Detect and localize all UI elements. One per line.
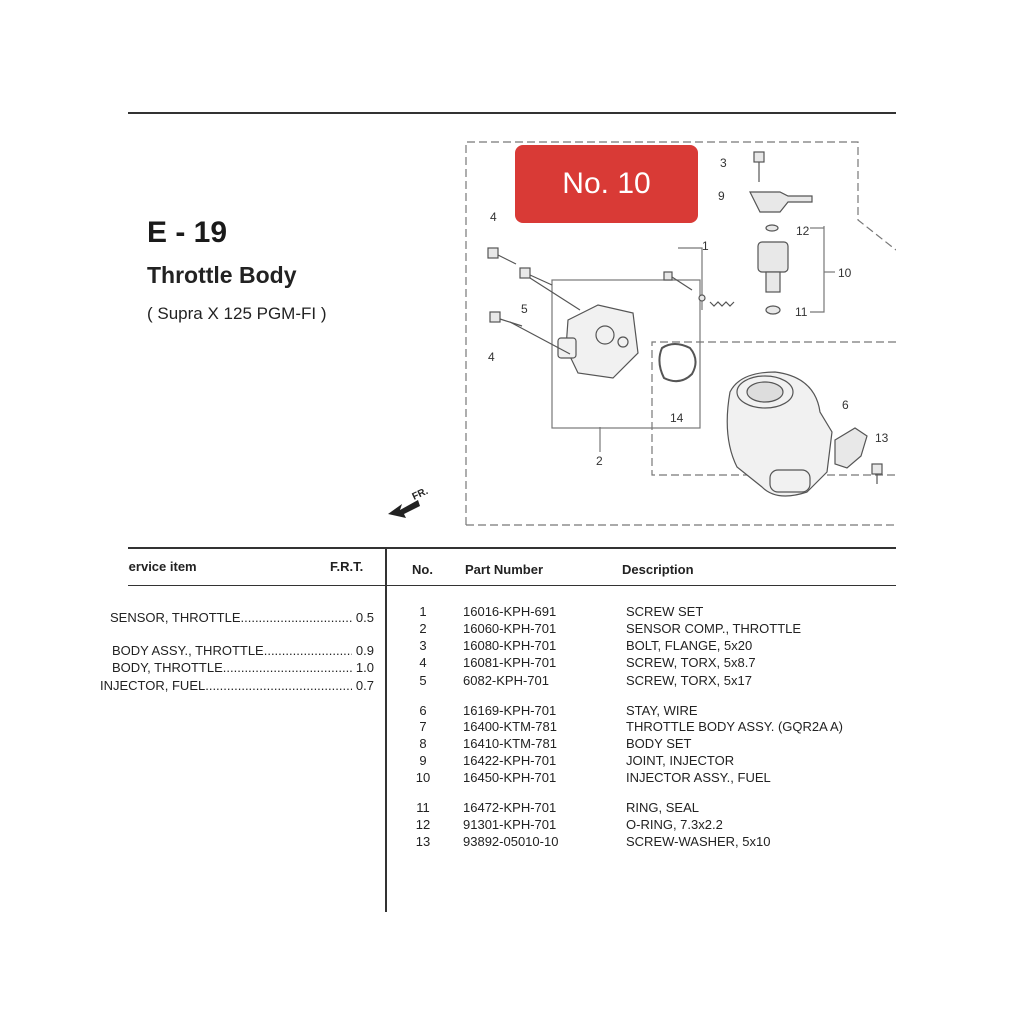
service-name: BODY, THROTTLE..........................… — [112, 660, 352, 675]
row-part-number: 16081-KPH-701 — [463, 655, 557, 670]
row-part-number: 16060-KPH-701 — [463, 621, 557, 636]
table-row: 6 16169-KPH-701 STAY, WIRE — [400, 703, 896, 720]
service-frt: 0.5 — [355, 610, 374, 625]
table-row: 8 16410-KTM-781 BODY SET — [400, 736, 896, 753]
table-top-rule — [128, 547, 896, 549]
service-name: BODY ASSY., THROTTLE....................… — [112, 643, 352, 658]
service-row: INJECTOR, FUEL..........................… — [100, 677, 374, 693]
callout-6: 6 — [842, 398, 849, 412]
row-description: RING, SEAL — [626, 800, 699, 815]
table-divider — [385, 547, 387, 912]
service-item-header: Service item — [128, 559, 197, 574]
no-header: No. — [412, 562, 433, 577]
page-title: Throttle Body — [147, 262, 297, 288]
description-header: Description — [622, 562, 694, 577]
table-row: 11 16472-KPH-701 RING, SEAL — [400, 800, 896, 817]
callout-9: 9 — [718, 189, 725, 203]
table-row: 9 16422-KPH-701 JOINT, INJECTOR — [400, 753, 896, 770]
row-part-number: 16169-KPH-701 — [463, 703, 557, 718]
row-part-number: 16400-KTM-781 — [463, 719, 557, 734]
row-part-number: 16472-KPH-701 — [463, 800, 557, 815]
table-row: 2 16060-KPH-701 SENSOR COMP., THROTTLE — [400, 621, 896, 638]
row-no: 6 — [419, 703, 427, 718]
top-rule — [128, 112, 896, 114]
callout-14: 14 — [670, 411, 684, 425]
row-description: SCREW-WASHER, 5x10 — [626, 834, 771, 849]
service-row: BODY, THROTTLE..........................… — [112, 659, 374, 675]
table-row: 12 91301-KPH-701 O-RING, 7.3x2.2 — [400, 817, 896, 834]
row-no: 4 — [419, 655, 427, 670]
part-number-header: Part Number — [465, 562, 544, 577]
row-description: THROTTLE BODY ASSY. (GQR2A A) — [626, 719, 843, 734]
row-description: BODY SET — [626, 736, 692, 751]
callout-3: 3 — [720, 156, 727, 170]
callout-1: 1 — [702, 239, 709, 253]
table-row: 4 16081-KPH-701 SCREW, TORX, 5x8.7 — [400, 655, 896, 672]
row-no: 3 — [419, 638, 427, 653]
service-frt: 1.0 — [355, 660, 374, 675]
frt-header: F.R.T. — [330, 559, 364, 574]
row-part-number: 16410-KTM-781 — [463, 736, 557, 751]
row-part-number: 93892-05010-10 — [463, 834, 559, 849]
table-row: 1 16016-KPH-691 SCREW SET — [400, 604, 896, 621]
callout-2: 2 — [596, 454, 603, 468]
row-part-number: 6082-KPH-701 — [463, 673, 549, 688]
callout-13: 13 — [875, 431, 889, 445]
row-description: SCREW, TORX, 5x17 — [626, 673, 752, 688]
table-row: 10 16450-KPH-701 INJECTOR ASSY., FUEL — [400, 770, 896, 787]
row-part-number: 16016-KPH-691 — [463, 604, 557, 619]
row-description: BOLT, FLANGE, 5x20 — [626, 638, 753, 653]
row-description: INJECTOR ASSY., FUEL — [626, 770, 771, 785]
callout-10: 10 — [838, 266, 852, 280]
row-part-number: 16450-KPH-701 — [463, 770, 557, 785]
row-no: 7 — [419, 719, 427, 734]
front-mark-label: FR. — [411, 486, 430, 503]
service-row: BODY ASSY., THROTTLE....................… — [112, 642, 374, 658]
row-no: 8 — [419, 736, 427, 751]
row-no: 5 — [419, 673, 427, 688]
table-row: 3 16080-KPH-701 BOLT, FLANGE, 5x20 — [400, 638, 896, 655]
callout-4b: 4 — [488, 350, 495, 364]
service-row: SENSOR, THROTTLE........................… — [110, 609, 374, 625]
row-no: 9 — [419, 753, 427, 768]
table-header-rule — [128, 585, 896, 586]
row-description: STAY, WIRE — [626, 703, 698, 718]
service-frt: 0.7 — [355, 678, 374, 693]
table-row: 7 16400-KTM-781 THROTTLE BODY ASSY. (GQR2A… — [400, 719, 896, 736]
table-row: 5 6082-KPH-701 SCREW, TORX, 5x17 — [400, 673, 896, 690]
row-no: 11 — [416, 800, 430, 815]
row-description: JOINT, INJECTOR — [626, 753, 735, 768]
row-part-number: 16080-KPH-701 — [463, 638, 557, 653]
table-row: 13 93892-05010-10 SCREW-WASHER, 5x10 — [400, 834, 896, 851]
row-description: SCREW, TORX, 5x8.7 — [626, 655, 756, 670]
service-name: INJECTOR, FUEL..........................… — [100, 678, 352, 693]
service-name: SENSOR, THROTTLE........................… — [110, 610, 352, 625]
callout-4a: 4 — [490, 210, 497, 224]
row-description: SCREW SET — [626, 604, 704, 619]
section-code: E - 19 — [147, 216, 228, 249]
row-part-number: 91301-KPH-701 — [463, 817, 557, 832]
row-part-number: 16422-KPH-701 — [463, 753, 557, 768]
row-no: 1 — [419, 604, 427, 619]
row-no: 13 — [415, 834, 431, 849]
parts-diagram: 1 2 3 4 4 5 6 9 10 11 12 13 14 — [465, 141, 896, 526]
row-no: 2 — [419, 621, 427, 636]
row-description: SENSOR COMP., THROTTLE — [626, 621, 802, 636]
part-number-badge: No. 10 — [515, 145, 698, 223]
callout-11: 11 — [795, 305, 808, 319]
service-frt: 0.9 — [355, 643, 374, 658]
callout-12: 12 — [796, 224, 810, 238]
row-no: 12 — [415, 817, 431, 832]
page-subtitle: ( Supra X 125 PGM-FI ) — [147, 304, 327, 323]
row-description: O-RING, 7.3x2.2 — [626, 817, 723, 832]
front-arrow-icon: FR. — [388, 486, 430, 518]
row-no: 10 — [415, 770, 431, 785]
callout-5: 5 — [521, 302, 528, 316]
